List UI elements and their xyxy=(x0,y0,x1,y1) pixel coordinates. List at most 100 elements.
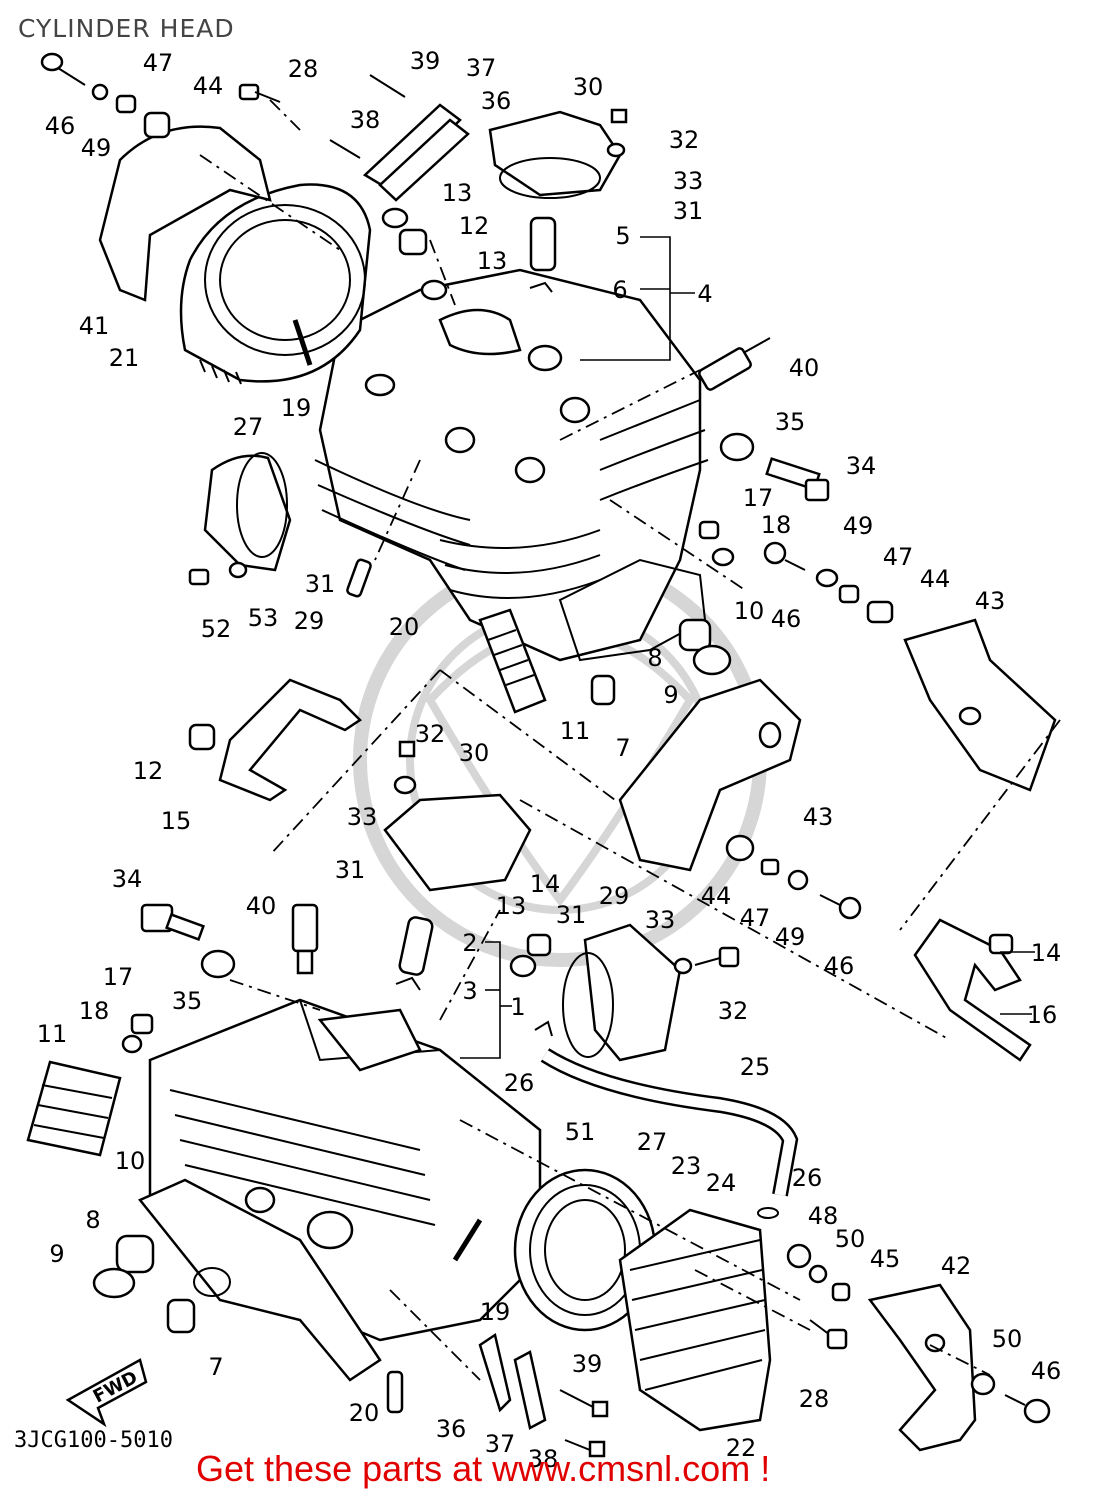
tappet-7-upper xyxy=(590,674,616,706)
bracket-37-lower xyxy=(513,1350,547,1430)
spacer-47-center xyxy=(760,858,780,876)
callout-c7b: 7 xyxy=(208,1353,223,1381)
washer-13-upper xyxy=(381,207,409,229)
callout-c50a: 50 xyxy=(835,1225,866,1253)
callout-c9b: 9 xyxy=(49,1240,64,1268)
callout-c39a: 39 xyxy=(410,47,441,75)
cover-42 xyxy=(867,1283,977,1452)
front-cylinder-head xyxy=(148,998,542,1342)
bolt-19-upper xyxy=(292,319,313,366)
callout-c7a: 7 xyxy=(615,734,630,762)
promo-link-text[interactable]: Get these parts at www.cmsnl.com ! xyxy=(196,1448,771,1489)
callout-c31b: 31 xyxy=(305,570,336,598)
callout-c18a: 18 xyxy=(761,511,792,539)
callout-c49b: 49 xyxy=(843,512,874,540)
callout-c32b: 32 xyxy=(415,720,446,748)
callout-c32c: 32 xyxy=(718,997,749,1025)
bolt-34-lower xyxy=(140,903,205,941)
callout-c19b: 19 xyxy=(480,1298,511,1326)
stud-20-upper xyxy=(346,558,372,598)
callout-c31c: 31 xyxy=(335,856,366,884)
callout-c4: 4 xyxy=(697,280,712,308)
callout-c16: 16 xyxy=(1027,1001,1058,1029)
callout-c3: 3 xyxy=(462,977,477,1005)
fasteners-top-left xyxy=(40,52,281,139)
washer-13-center xyxy=(509,954,537,978)
callout-c26a: 26 xyxy=(504,1069,535,1097)
callout-c50b: 50 xyxy=(992,1325,1023,1353)
callout-c44c: 44 xyxy=(701,882,732,910)
callout-c15: 15 xyxy=(161,807,192,835)
callout-c13a: 13 xyxy=(442,179,473,207)
callout-c38a: 38 xyxy=(350,106,381,134)
callout-c33a: 33 xyxy=(673,167,704,195)
callout-c32a: 32 xyxy=(669,126,700,154)
callout-c43b: 43 xyxy=(803,803,834,831)
clip-26-upper xyxy=(534,1020,553,1037)
bracket-15 xyxy=(188,678,362,802)
callout-c47b: 47 xyxy=(883,543,914,571)
bolt-38-lower xyxy=(564,1439,606,1458)
callout-c20b: 20 xyxy=(349,1399,380,1427)
callout-c36a: 36 xyxy=(481,87,512,115)
callout-c10b: 10 xyxy=(115,1147,146,1175)
callout-c18b: 18 xyxy=(79,997,110,1025)
washer-35-lower xyxy=(200,949,236,979)
side-cover-29 xyxy=(188,452,292,586)
valve-cover-30 xyxy=(488,108,628,199)
bolt-34-upper xyxy=(765,457,830,502)
callout-c17a: 17 xyxy=(743,484,774,512)
callout-c47a: 47 xyxy=(143,49,174,77)
forward-arrow: FWD xyxy=(65,1358,148,1428)
callout-c26b: 26 xyxy=(792,1164,823,1192)
callout-c28a: 28 xyxy=(288,55,319,83)
washer-35-upper xyxy=(719,432,755,462)
bolt-46-center xyxy=(819,894,862,920)
callout-c46a: 46 xyxy=(45,112,76,140)
callout-c37b: 37 xyxy=(485,1430,516,1458)
callout-c11b: 11 xyxy=(37,1020,68,1048)
callout-c47c: 47 xyxy=(740,904,771,932)
seal-8-lower xyxy=(115,1234,155,1274)
callout-c39b: 39 xyxy=(572,1350,603,1378)
callout-c45: 45 xyxy=(870,1245,901,1273)
callout-c34a: 34 xyxy=(846,452,877,480)
cover-43-middle xyxy=(618,678,802,872)
callout-c29a: 29 xyxy=(294,607,325,635)
callout-c40a: 40 xyxy=(789,354,820,382)
washer-50-lower xyxy=(970,1372,996,1396)
callout-c28b: 28 xyxy=(799,1385,830,1413)
callout-c19a: 19 xyxy=(281,394,312,422)
washer-18-lower xyxy=(121,1034,143,1054)
tappet-7-lower xyxy=(166,1298,196,1334)
callout-c36b: 36 xyxy=(436,1415,467,1443)
callout-c25: 25 xyxy=(740,1053,771,1081)
bolt-32-lower xyxy=(694,946,740,968)
washer-13-lower xyxy=(420,279,448,301)
spring-11-upper xyxy=(478,608,547,714)
callout-c12a: 12 xyxy=(459,212,490,240)
callout-c37a: 37 xyxy=(466,54,497,82)
gasket-10-lower xyxy=(138,1178,382,1382)
callout-c6: 6 xyxy=(612,276,627,304)
callout-c44a: 44 xyxy=(193,72,224,100)
nut-14-center xyxy=(526,933,552,957)
diagram-title: CYLINDER HEAD xyxy=(18,14,235,43)
stud-20-lower xyxy=(386,1370,404,1414)
callout-c17b: 17 xyxy=(103,963,134,991)
callout-c31a: 31 xyxy=(673,197,704,225)
plug-12-upper xyxy=(398,228,428,256)
callout-c33c: 33 xyxy=(645,906,676,934)
washer-48 xyxy=(786,1243,812,1269)
bolt-46-lower xyxy=(1004,1394,1051,1424)
callout-c33b: 33 xyxy=(347,803,378,831)
bracket-16 xyxy=(913,918,1032,1062)
valve-guide-5 xyxy=(529,216,557,272)
spring-11-lower xyxy=(26,1060,122,1157)
washer-49-center xyxy=(787,869,809,891)
bracket-36-37 xyxy=(329,74,470,202)
callout-c11a: 11 xyxy=(560,717,591,745)
nut-45 xyxy=(831,1282,851,1302)
